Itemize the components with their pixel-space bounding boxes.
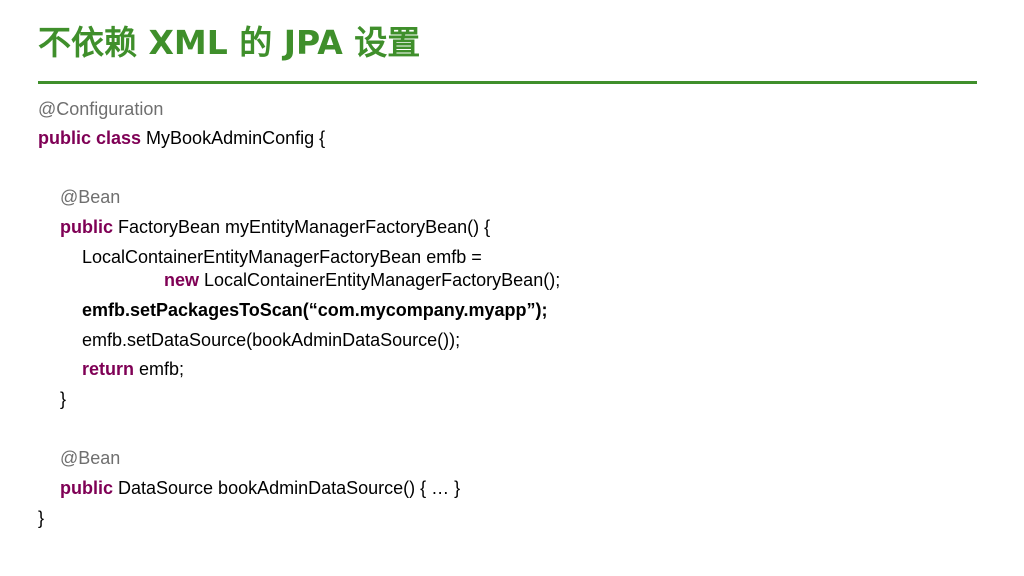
code-line-bean-annotation-1: @Bean: [60, 186, 120, 208]
method-close-brace: }: [60, 389, 67, 409]
keyword-public-class: public class: [38, 128, 142, 148]
annotation-configuration: @Configuration: [38, 99, 164, 119]
keyword-return: return: [82, 359, 135, 379]
code-line-new-instance: new LocalContainerEntityManagerFactoryBe…: [164, 269, 560, 291]
code-line-return: return emfb;: [82, 358, 184, 380]
factory-method-signature: FactoryBean myEntityManagerFactoryBean()…: [113, 217, 491, 237]
code-line-configuration-annotation: @Configuration: [38, 98, 163, 120]
set-packages-to-scan: emfb.setPackagesToScan(“com.mycompany.my…: [82, 300, 548, 320]
code-line-set-datasource: emfb.setDataSource(bookAdminDataSource()…: [82, 329, 460, 351]
keyword-public-2: public: [60, 478, 113, 498]
keyword-public-1: public: [60, 217, 113, 237]
class-close-brace: }: [38, 508, 45, 528]
set-data-source: emfb.setDataSource(bookAdminDataSource()…: [82, 330, 461, 350]
datasource-method-signature: DataSource bookAdminDataSource() { … }: [113, 478, 461, 498]
emfb-declaration: LocalContainerEntityManagerFactoryBean e…: [82, 247, 482, 267]
annotation-bean-2: @Bean: [60, 448, 121, 468]
code-line-method-close: }: [60, 388, 66, 410]
code-line-bean-annotation-2: @Bean: [60, 447, 120, 469]
slide-title: 不依赖 XML 的 JPA 设置: [38, 23, 421, 62]
annotation-bean-1: @Bean: [60, 187, 121, 207]
constructor-call: LocalContainerEntityManagerFactoryBean()…: [199, 270, 561, 290]
title-underline: [38, 81, 977, 84]
code-line-factory-method: public FactoryBean myEntityManagerFactor…: [60, 216, 490, 238]
code-line-datasource-method: public DataSource bookAdminDataSource() …: [60, 477, 460, 499]
class-name: MyBookAdminConfig {: [141, 128, 326, 148]
code-line-set-packages: emfb.setPackagesToScan(“com.mycompany.my…: [82, 299, 547, 321]
code-line-class-close: }: [38, 507, 44, 529]
code-line-class-declaration: public class MyBookAdminConfig {: [38, 127, 325, 149]
keyword-new: new: [164, 270, 200, 290]
return-value: emfb;: [134, 359, 185, 379]
code-line-emfb-declaration: LocalContainerEntityManagerFactoryBean e…: [82, 246, 482, 268]
